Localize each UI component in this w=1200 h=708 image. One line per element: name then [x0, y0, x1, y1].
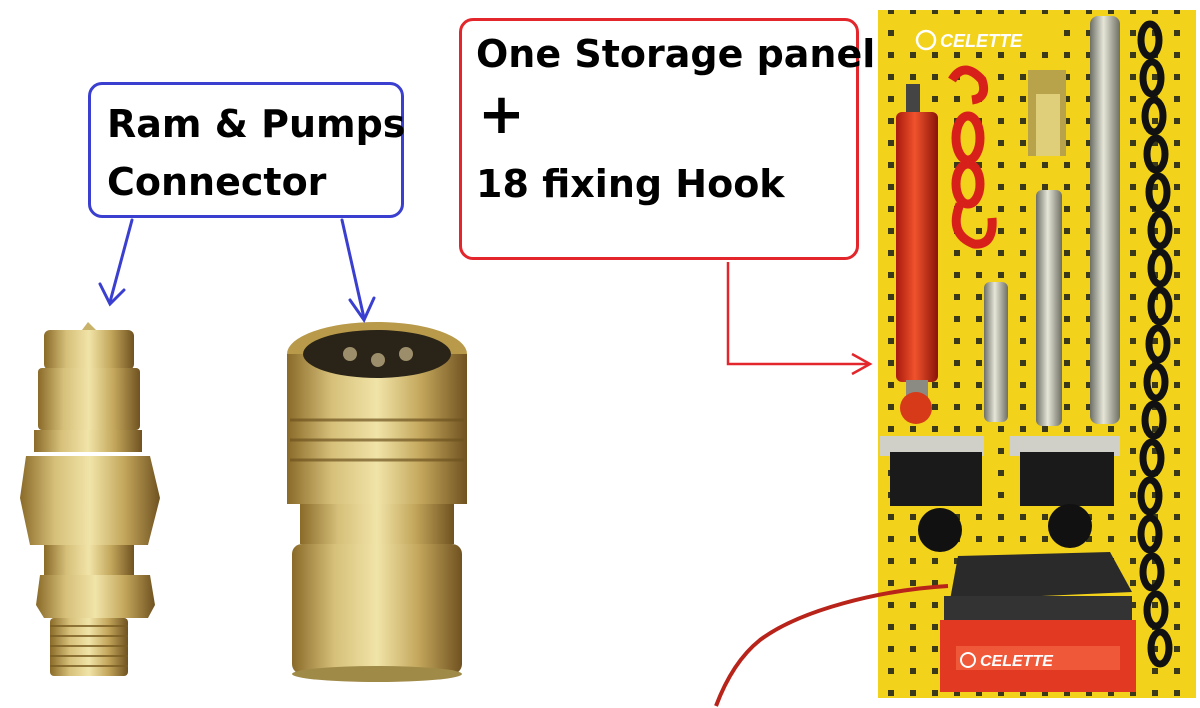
female-coupler — [287, 322, 467, 682]
connector-callout-line1: Ram & Pumps — [107, 102, 406, 146]
panel-brand-logo: CELETTE — [940, 31, 1023, 51]
red-arrow — [726, 262, 873, 376]
blue-arrows — [98, 218, 376, 324]
male-connector — [20, 322, 160, 676]
plus-sign: + — [478, 82, 525, 147]
connector-callout-line2: Connector — [107, 160, 327, 204]
connector-callout: Ram & Pumps Connector — [88, 82, 406, 218]
storage-panel-callout: One Storage panel + 18 fixing Hook — [459, 18, 876, 260]
storage-callout-line2: 18 fixing Hook — [476, 162, 785, 206]
pump-brand-logo: CELETTE — [980, 653, 1054, 670]
storage-callout-line1: One Storage panel — [476, 32, 876, 76]
air-hose — [714, 584, 949, 707]
storage-panel — [878, 10, 1196, 698]
